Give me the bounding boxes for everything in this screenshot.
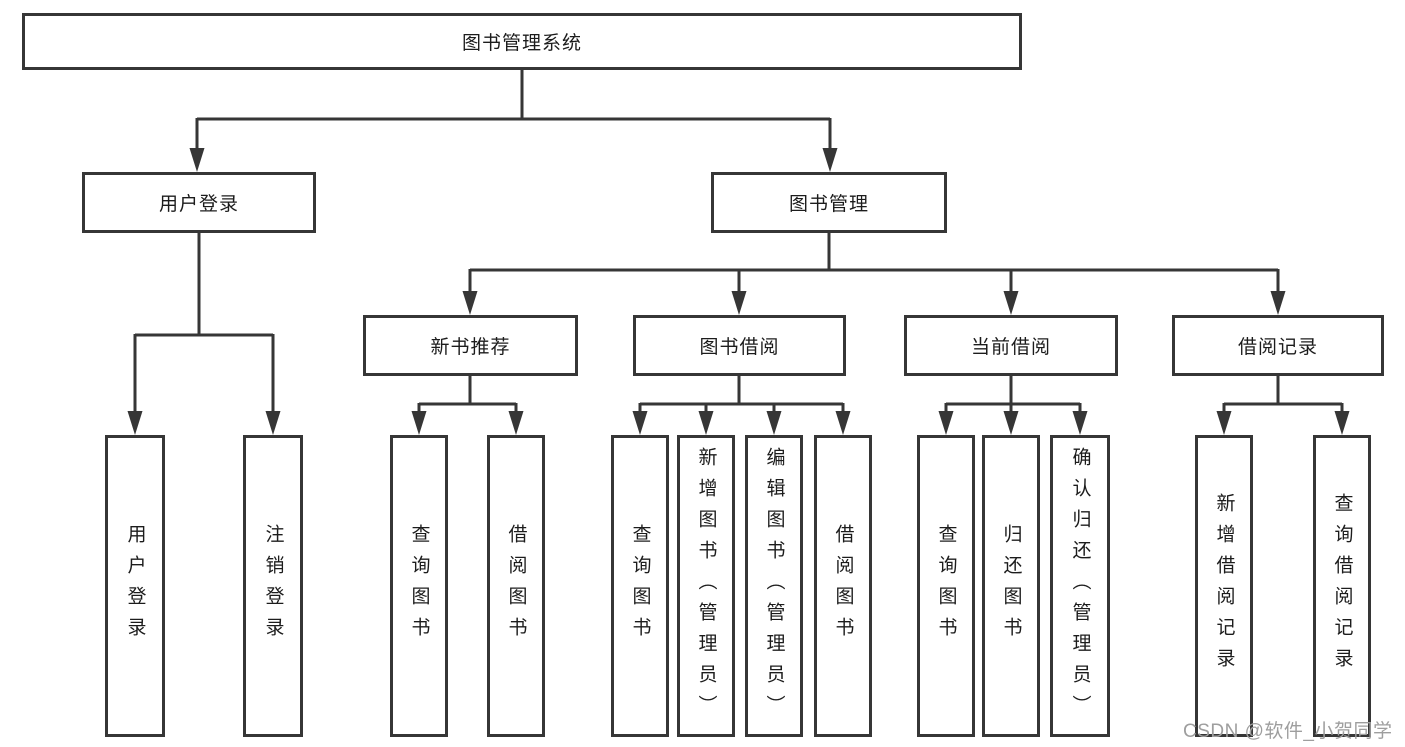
node-user-login-module: 用户登录 (82, 172, 316, 233)
leaf-query-borrow-record: 查询借阅记录 (1313, 435, 1371, 737)
leaf-add-books-admin-label: 新增图书（管理员） (695, 446, 717, 726)
node-current-borrow: 当前借阅 (904, 315, 1118, 376)
node-user-login-module-label: 用户登录 (158, 194, 239, 215)
leaf-return-books-label: 归还图书 (1000, 524, 1022, 648)
leaf-user-login-label: 用户登录 (124, 524, 146, 648)
leaf-confirm-return-admin-label: 确认归还（管理员） (1069, 446, 1091, 726)
leaf-borrow-books-label: 借阅图书 (832, 524, 854, 648)
leaf-return-books: 归还图书 (982, 435, 1040, 737)
csdn-watermark: CSDN @软件_小贺同学 (1183, 721, 1393, 742)
node-new-book-recommend-label: 新书推荐 (430, 337, 511, 358)
leaf-recommend-borrow-books: 借阅图书 (487, 435, 545, 737)
node-book-management-module-label: 图书管理 (788, 194, 869, 215)
leaf-current-query-books-label: 查询图书 (935, 524, 957, 648)
leaf-borrow-query-books: 查询图书 (611, 435, 669, 737)
leaf-borrow-books: 借阅图书 (814, 435, 872, 737)
leaf-confirm-return-admin: 确认归还（管理员） (1050, 435, 1110, 737)
leaf-user-login: 用户登录 (105, 435, 165, 737)
node-book-management-module: 图书管理 (711, 172, 947, 233)
leaf-edit-books-admin: 编辑图书（管理员） (745, 435, 803, 737)
leaf-add-borrow-record: 新增借阅记录 (1195, 435, 1253, 737)
leaf-recommend-borrow-books-label: 借阅图书 (505, 524, 527, 648)
leaf-logout-label: 注销登录 (262, 524, 284, 648)
leaf-add-books-admin: 新增图书（管理员） (677, 435, 735, 737)
node-new-book-recommend: 新书推荐 (363, 315, 578, 376)
node-root-label: 图书管理系统 (461, 33, 582, 54)
node-borrow-records: 借阅记录 (1172, 315, 1384, 376)
leaf-edit-books-admin-label: 编辑图书（管理员） (763, 446, 785, 726)
node-root: 图书管理系统 (22, 13, 1022, 70)
leaf-borrow-query-books-label: 查询图书 (629, 524, 651, 648)
leaf-add-borrow-record-label: 新增借阅记录 (1213, 493, 1235, 679)
node-current-borrow-label: 当前借阅 (970, 337, 1051, 358)
leaf-current-query-books: 查询图书 (917, 435, 975, 737)
leaf-recommend-query-books: 查询图书 (390, 435, 448, 737)
leaf-recommend-query-books-label: 查询图书 (408, 524, 430, 648)
leaf-query-borrow-record-label: 查询借阅记录 (1331, 493, 1353, 679)
node-borrow-records-label: 借阅记录 (1237, 337, 1318, 358)
leaf-logout: 注销登录 (243, 435, 303, 737)
node-book-borrow: 图书借阅 (633, 315, 846, 376)
node-book-borrow-label: 图书借阅 (699, 337, 780, 358)
